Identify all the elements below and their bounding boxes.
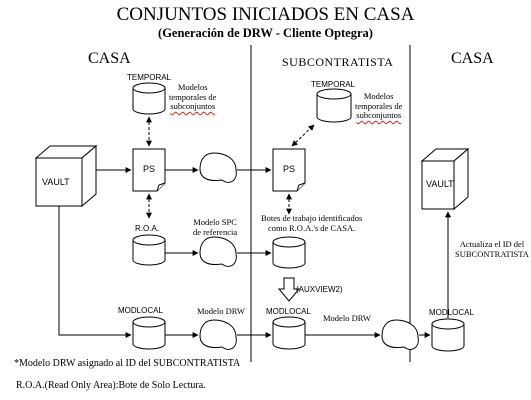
line: como R.O.A.'s de CASA. bbox=[268, 222, 356, 233]
modelo-drw-mid-label: Modelo DRW bbox=[323, 313, 371, 323]
ps-mid-document bbox=[272, 148, 306, 192]
line: subconjuntos bbox=[356, 110, 402, 120]
line: temporales de bbox=[355, 100, 403, 111]
ps-left-document bbox=[132, 148, 166, 192]
modelo-spc-label: Modelo SPC de referencia bbox=[193, 217, 238, 237]
footnote-roa: R.O.A.(Read Only Area):Bote de Solo Lect… bbox=[16, 380, 206, 391]
page-title: CONJUNTOS INICIADOS EN CASA bbox=[116, 4, 415, 25]
footnote-drw-asignado: *Modelo DRW asignado al ID del SUBCONTRA… bbox=[14, 358, 241, 369]
line: Modelos bbox=[363, 91, 394, 101]
auxview-block-arrow bbox=[277, 277, 301, 302]
model-bubble-ps bbox=[199, 152, 237, 183]
subtitle-text: (Generación de DRW - Cliente Optegra) bbox=[158, 26, 373, 40]
dashed-arrow-psmid-temporal bbox=[291, 124, 315, 147]
vault-right-cube bbox=[420, 147, 470, 211]
line: de referencia bbox=[193, 226, 238, 237]
modelo-drw-left-label: Modelo DRW bbox=[197, 306, 245, 316]
page-subtitle: (Generación de DRW - Cliente Optegra) bbox=[0, 26, 531, 41]
modlocal-left-label: MODLOCAL bbox=[118, 306, 163, 315]
modlocal-left-cylinder bbox=[132, 316, 166, 350]
vault-left-cube bbox=[34, 144, 98, 208]
temporal-mid-cylinder bbox=[316, 88, 352, 123]
auxview-label: (AUXVIEW2) bbox=[296, 285, 343, 294]
line: Modelo SPC bbox=[193, 217, 237, 227]
vault-left-label: VAULT bbox=[42, 177, 70, 187]
modlocal-right-label: MODLOCAL bbox=[429, 308, 474, 317]
model-bubble-drw-left bbox=[199, 319, 237, 350]
temporal-left-cylinder bbox=[132, 82, 166, 115]
line: Modelos bbox=[177, 82, 208, 92]
line: temporales de bbox=[169, 91, 217, 102]
section-subcontratista: SUBCONTRATISTA bbox=[282, 55, 394, 69]
ps-mid-label: PS bbox=[283, 164, 296, 174]
line: Actualiza el ID del bbox=[459, 239, 525, 249]
model-bubble-spc bbox=[199, 236, 237, 267]
line: subconjuntos bbox=[170, 101, 216, 111]
vault-right-label: VAULT bbox=[426, 179, 454, 189]
modlocal-right-cylinder bbox=[431, 318, 465, 352]
modelos-temporales-mid-label: Modelos temporales de subconjuntos bbox=[355, 91, 403, 121]
model-bubble-drw-mid bbox=[381, 319, 419, 350]
roa-cylinder bbox=[132, 234, 166, 266]
botes-cylinder bbox=[272, 236, 306, 269]
botes-label: Botes de trabajo identificados como R.O.… bbox=[261, 213, 363, 233]
modelos-temporales-left-label: Modelos temporales de subconjuntos bbox=[169, 82, 217, 112]
modlocal-mid-label: MODLOCAL bbox=[266, 307, 311, 316]
line: SUBCONTRATISTA bbox=[455, 248, 529, 259]
section-casa-right: CASA bbox=[451, 50, 494, 67]
temporal-left-label: TEMPORAL bbox=[127, 73, 172, 82]
temporal-mid-label: TEMPORAL bbox=[311, 80, 356, 89]
ps-left-label: PS bbox=[143, 164, 156, 174]
line: Botes de trabajo identificados bbox=[261, 213, 363, 223]
modlocal-mid-cylinder bbox=[272, 316, 306, 350]
section-casa-left: CASA bbox=[88, 50, 131, 67]
arrow-vault-modlocal bbox=[58, 206, 132, 338]
actualiza-label: Actualiza el ID del SUBCONTRATISTA bbox=[455, 239, 529, 259]
roa-label: R.O.A. bbox=[135, 224, 160, 233]
